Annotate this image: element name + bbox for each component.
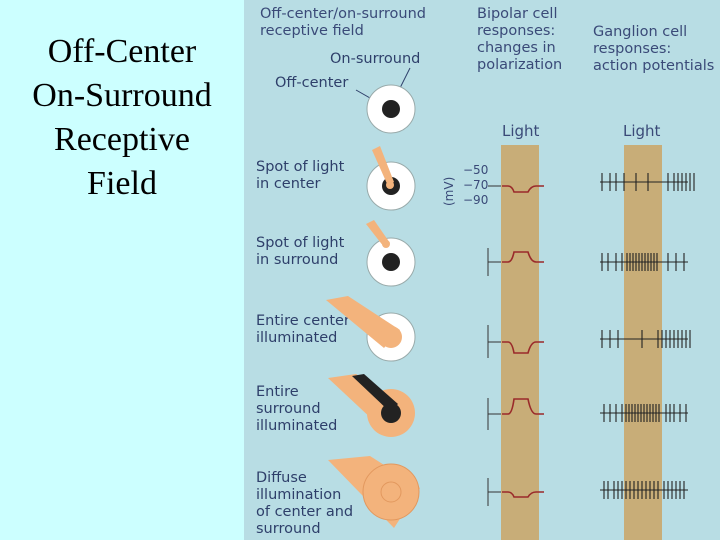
receptive-field-diffuse <box>328 456 420 528</box>
receptive-field-spot-center <box>366 146 416 211</box>
title-line: On-Surround <box>32 77 212 114</box>
bipolar-trace-diffuse <box>502 491 544 498</box>
axis-tick-label: −70 <box>463 178 488 192</box>
condition-label: Entire center illuminated <box>256 313 355 346</box>
receptive-field-reference <box>366 84 416 134</box>
bipolar-trace-spot-center <box>502 185 544 193</box>
condition-label: Spot of light in surround <box>256 235 349 268</box>
bipolar-trace-entire-surround <box>502 398 544 415</box>
figure-canvas: Off-center/on-surround receptive field B… <box>256 6 714 540</box>
receptive-field-entire-center <box>326 296 416 362</box>
axis-tick-label: −90 <box>463 193 488 207</box>
condition-label: Diffuse illumination of center and surro… <box>256 470 358 537</box>
title-line: Off-Center <box>47 33 197 70</box>
ganglion-light-label: Light <box>623 122 661 140</box>
bipolar-light-label: Light <box>502 122 540 140</box>
bipolar-trace-spot-surround <box>502 251 544 263</box>
receptive-field-figure: Off-center/on-surround receptive field B… <box>244 0 720 540</box>
header-receptive-field: Off-center/on-surround receptive field <box>260 6 431 39</box>
slide-title: Off-Center On-Surround Receptive Field <box>0 30 244 206</box>
condition-label: Spot of light in center <box>256 159 349 192</box>
title-line: Field <box>87 165 157 202</box>
header-ganglion: Ganglion cell responses: action potentia… <box>593 24 714 74</box>
receptive-field-spot-surround <box>366 220 416 287</box>
label-off-center: Off-center <box>275 75 348 91</box>
header-bipolar: Bipolar cell responses: changes in polar… <box>477 6 562 73</box>
receptive-field-entire-surround <box>328 374 415 437</box>
title-line: Receptive <box>54 121 190 158</box>
axis-tick-label: −50 <box>463 163 488 177</box>
ganglion-light-band <box>624 145 662 540</box>
ganglion-spike-trains <box>600 173 695 499</box>
condition-label: Entire surround illuminated <box>256 384 337 434</box>
label-on-surround: On-surround <box>330 51 420 67</box>
axis-unit-label: (mV) <box>442 177 456 206</box>
bipolar-trace-entire-center <box>502 341 544 354</box>
